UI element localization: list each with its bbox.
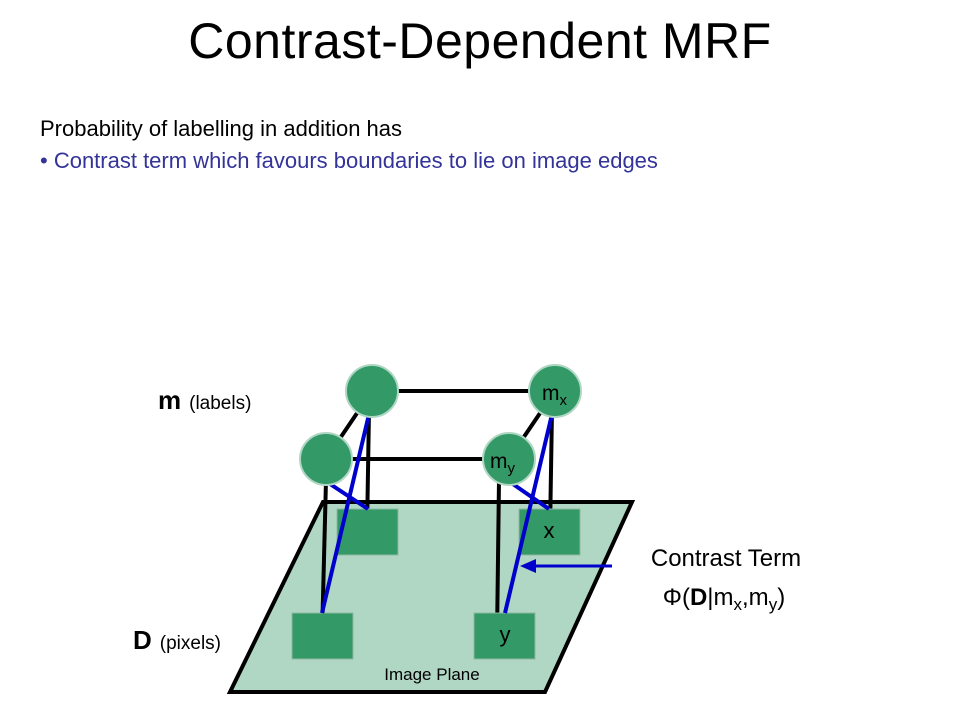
pixel-x-label: x (544, 518, 555, 543)
contrast-arrow-head (520, 559, 536, 573)
pixel-back-left (336, 508, 399, 556)
edge-vertical-front-right (495, 479, 501, 638)
pixel-y (473, 612, 536, 660)
blue-edge-left-2 (325, 480, 370, 511)
node-mx-label: mx (542, 382, 568, 409)
pixel-y-label: y (500, 622, 511, 647)
label-node-back-left (345, 364, 399, 418)
labels-layer-label: m(labels) (158, 385, 251, 415)
pixel-front-left (291, 612, 354, 660)
contrast-term-title: Contrast Term (651, 545, 801, 572)
bullet-contrast-term: • Contrast term which favours boundaries… (40, 148, 658, 173)
label-node-mx (528, 364, 582, 418)
label-node-my (482, 432, 536, 486)
blue-edge-right-1 (503, 409, 555, 614)
image-plane-label: Image Plane (384, 665, 479, 684)
blue-edge-left-1 (320, 409, 372, 614)
node-my-label: my (490, 450, 516, 477)
pixels-layer-label: D(pixels) (133, 625, 221, 655)
page-title: Contrast-Dependent MRF (188, 13, 772, 69)
label-node-front-left (299, 432, 353, 486)
blue-edge-right-2 (508, 480, 551, 511)
contrast-term-formula: Φ(D|mx,my) (663, 584, 785, 614)
intro-text: Probability of labelling in addition has (40, 116, 403, 141)
